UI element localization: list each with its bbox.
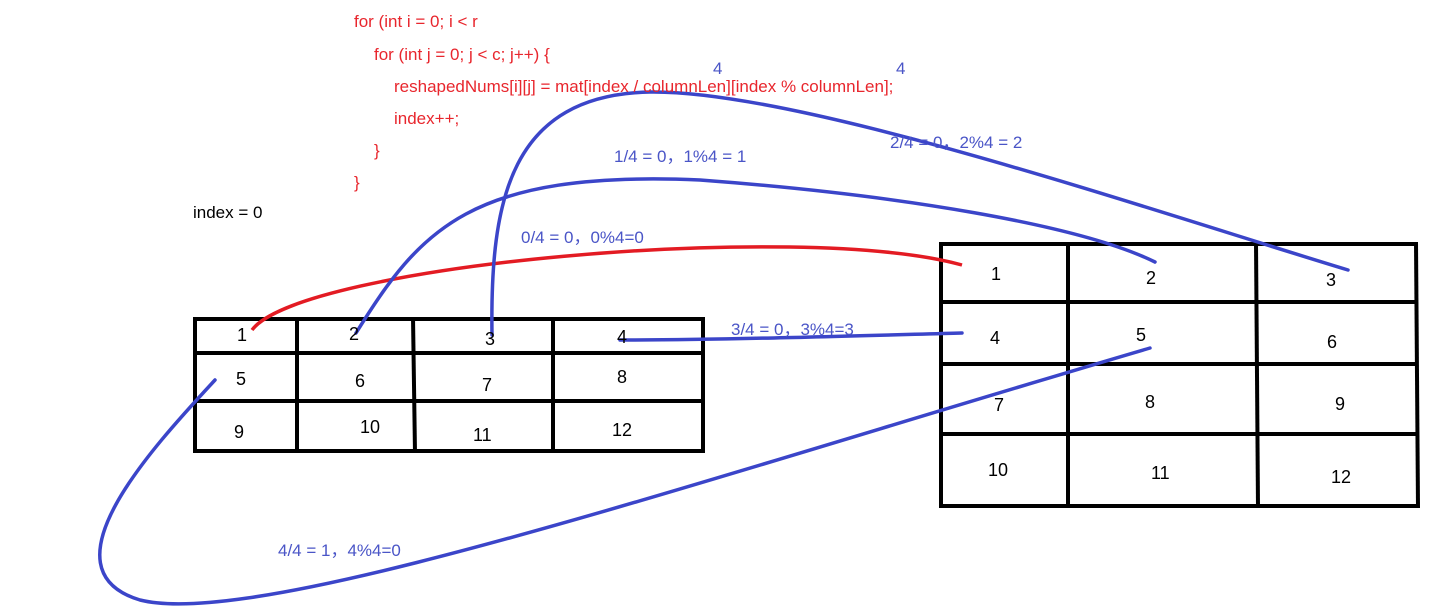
left-cell-1: 1 [237,325,248,345]
column-length-annotation-2: 4 [896,59,906,78]
left-cell-4: 4 [617,327,628,347]
code-line-inner-close: } [374,141,380,160]
left-cell-7: 7 [482,375,493,395]
right-cell-7: 7 [994,395,1005,415]
left-cell-8: 8 [617,367,628,387]
step-annotation-2: 2/4 = 0，2%4 = 2 [890,133,1023,152]
mapping-curve-2 [490,90,1350,337]
right-cell-6: 6 [1327,332,1338,352]
left-cell-3: 3 [485,329,496,349]
left-cell-2: 2 [349,324,360,344]
step-annotation-1: 1/4 = 0，1%4 = 1 [614,147,747,166]
mapping-curve-0 [250,245,963,332]
right-cell-9: 9 [1335,394,1346,414]
mapping-curve-4 [98,346,1152,606]
mapping-curve-3 [618,331,964,342]
right-cell-5: 5 [1136,325,1147,345]
right-cell-12: 12 [1331,467,1352,487]
code-line-outer-for: for (int i = 0; i < r [354,12,478,31]
right-cell-10: 10 [988,460,1009,480]
mapping-curves-blue [98,90,1350,606]
right-cell-11: 11 [1151,463,1170,483]
column-length-annotation-1: 4 [713,59,723,78]
right-cell-4: 4 [990,328,1001,348]
step-annotation-0: 0/4 = 0，0%4=0 [521,228,644,247]
left-cell-5: 5 [236,369,247,389]
step-annotation-3: 3/4 = 0，3%4=3 [731,320,854,339]
left-cell-9: 9 [234,422,245,442]
right-cell-3: 3 [1326,270,1337,290]
left-cell-6: 6 [355,371,366,391]
left-cell-11: 11 [473,425,492,445]
index-label: index = 0 [193,203,263,222]
code-line-outer-close: } [354,173,360,192]
right-cell-1: 1 [991,264,1002,284]
code-line-assignment: reshapedNums[i][j] = mat[index / columnL… [394,77,894,96]
right-cell-2: 2 [1146,268,1157,288]
step-annotation-4: 4/4 = 1，4%4=0 [278,541,401,560]
code-line-increment: index++; [394,109,460,128]
mapping-curve-1 [354,177,1157,335]
code-line-inner-for: for (int j = 0; j < c; j++) { [374,45,550,64]
right-cell-8: 8 [1145,392,1156,412]
right-grid [939,241,1420,509]
left-cell-12: 12 [612,420,633,440]
left-grid [193,316,705,454]
left-cell-10: 10 [360,417,381,437]
